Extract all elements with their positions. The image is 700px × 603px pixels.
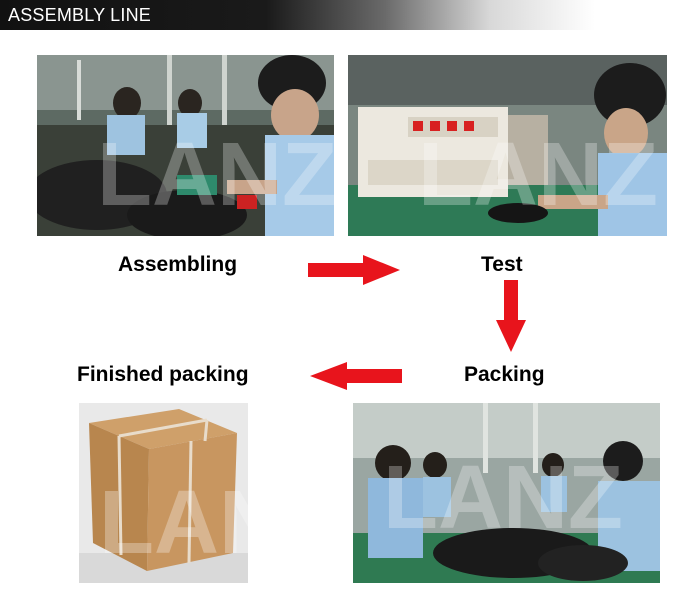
arrow-left-icon [310, 362, 402, 390]
test-photo: LANZ [348, 55, 667, 236]
arrow-down-icon [496, 280, 526, 352]
packing-photo: LANZ [353, 403, 660, 583]
watermark: LANZ [383, 448, 623, 548]
watermark: LANZ [97, 125, 334, 225]
assembling-photo: LANZ [37, 55, 334, 236]
step-label-finished: Finished packing [77, 363, 249, 386]
arrow-right-icon [308, 255, 400, 285]
finished-packing-photo: LANZ [79, 403, 248, 583]
page-title: ASSEMBLY LINE [8, 5, 151, 25]
step-label-packing: Packing [464, 363, 545, 386]
step-label-assembling: Assembling [118, 253, 238, 276]
watermark: LANZ [418, 125, 658, 225]
header-bar: ASSEMBLY LINE [0, 0, 700, 30]
step-label-test: Test [481, 253, 523, 276]
watermark: LANZ [99, 473, 248, 573]
